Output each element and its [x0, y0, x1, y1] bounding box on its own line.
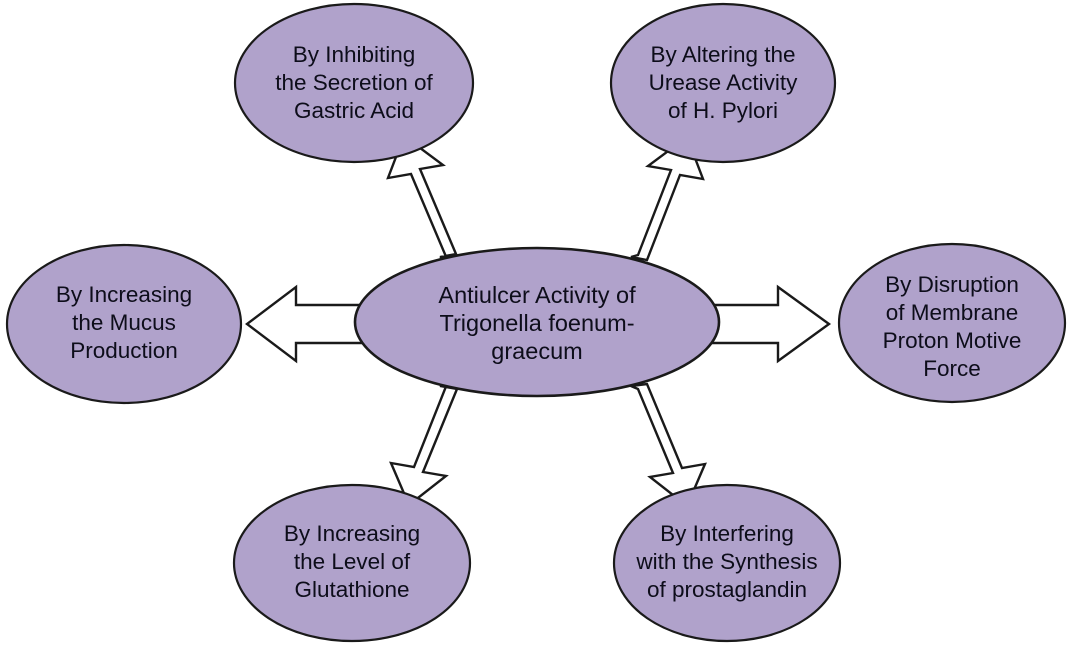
node-proton-motive-force[interactable]: By Disruption of Membrane Proton Motive … [837, 242, 1067, 404]
node-label-line: of H. Pylori [668, 98, 778, 123]
node-label-line: with the Synthesis [635, 549, 817, 574]
node-label-line: Proton Motive [883, 328, 1022, 353]
arrow-to-mucus-production [245, 284, 365, 364]
node-prostaglandin[interactable]: By Interfering with the Synthesis of pro… [612, 483, 842, 643]
center-node[interactable]: Antiulcer Activity of Trigonella foenum-… [353, 246, 721, 398]
node-label-line: Production [70, 338, 178, 363]
node-label-line: of prostaglandin [647, 577, 807, 602]
node-label-line: Glutathione [294, 577, 409, 602]
node-label-line: By Altering the [650, 42, 795, 67]
node-inhibiting-gastric-acid[interactable]: By Inhibiting the Secretion of Gastric A… [233, 2, 475, 164]
node-label-line: Force [923, 356, 981, 381]
node-label-line: By Interfering [660, 521, 794, 546]
node-label-line: By Increasing [56, 282, 192, 307]
node-label-line: the Level of [294, 549, 411, 574]
center-label-line-italic: graecum [491, 338, 582, 364]
arrow-to-glutathione [389, 382, 459, 507]
node-label-line: the Secretion of [275, 70, 433, 95]
node-label-line: Gastric Acid [294, 98, 414, 123]
center-label-line: Antiulcer Activity of [438, 282, 636, 308]
node-label-line: Urease Activity [649, 70, 799, 95]
node-label-line: By Increasing [284, 521, 420, 546]
arrow-to-proton-motive-force [710, 284, 832, 364]
node-label-line: the Mucus [72, 310, 176, 335]
node-label-line: By Inhibiting [293, 42, 416, 67]
center-label-line-italic: Trigonella foenum- [439, 310, 634, 336]
node-label-line: of Membrane [886, 300, 1019, 325]
node-mucus-production[interactable]: By Increasing the Mucus Production [5, 243, 243, 405]
node-urease-activity[interactable]: By Altering the Urease Activity of H. Py… [609, 2, 837, 164]
node-label-line: By Disruption [885, 272, 1019, 297]
node-glutathione[interactable]: By Increasing the Level of Glutathione [232, 483, 472, 643]
